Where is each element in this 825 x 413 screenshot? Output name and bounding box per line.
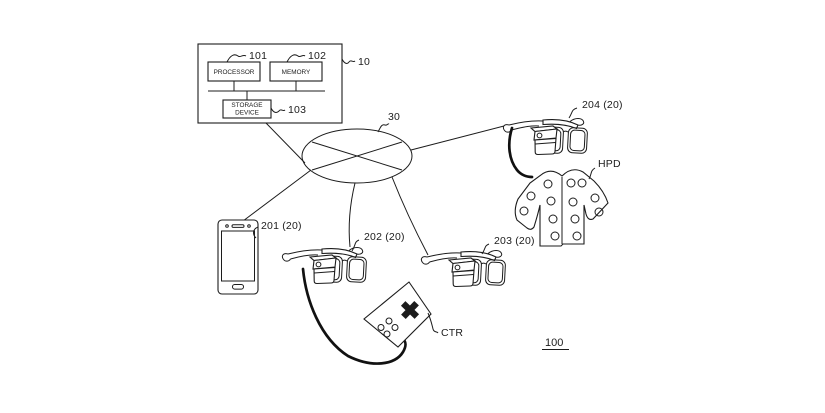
leader-203	[481, 243, 490, 255]
leader-102	[286, 54, 306, 63]
leader-hpd	[588, 167, 596, 180]
ref-label-101: 101	[249, 50, 267, 62]
cable-glasses202-controller	[301, 267, 407, 365]
leader-30	[377, 123, 390, 133]
bus-line	[208, 81, 325, 100]
leader-101	[226, 54, 247, 63]
smartphone-body	[217, 219, 259, 295]
network-cloud	[301, 128, 413, 184]
storage-label-line1: STORAGE	[231, 102, 262, 109]
smartphone-camera-dot	[225, 224, 229, 228]
figure-number-group: 100	[542, 337, 569, 350]
network-cloud-group: 30	[301, 111, 413, 184]
ref-label-30: 30	[388, 111, 400, 123]
smartphone-group: 201 (20)	[217, 219, 302, 295]
link-network-glasses-203	[391, 176, 429, 256]
ref-label-hpd: HPD	[598, 158, 621, 170]
link-network-server	[265, 122, 306, 164]
leader-202	[351, 239, 360, 252]
network-links	[242, 122, 505, 256]
controller-x-button	[400, 300, 420, 320]
smart-glasses-203-icon	[420, 249, 507, 288]
link-network-smartphone	[242, 169, 312, 222]
memory-label: MEMORY	[282, 69, 311, 76]
link-network-glasses-204	[410, 125, 505, 151]
ref-label-202: 202 (20)	[364, 231, 405, 243]
smartphone-speaker-slot	[231, 224, 245, 228]
link-network-glasses-202	[348, 182, 356, 248]
controller-buttons	[377, 317, 399, 338]
controller-group: CTR	[363, 281, 463, 348]
network-x-icon	[311, 141, 403, 171]
smart-glasses-202-icon	[281, 246, 368, 285]
ref-label-204: 204 (20)	[582, 99, 623, 111]
leader-103	[270, 107, 286, 113]
controller-body	[363, 281, 432, 348]
haptic-actuators	[519, 178, 604, 241]
ref-label-203: 203 (20)	[494, 235, 535, 247]
cable-glasses204-suit	[507, 126, 534, 179]
figure-number: 100	[545, 337, 563, 349]
ref-label-ctr: CTR	[441, 327, 463, 339]
smartphone-sensor-dot	[247, 224, 251, 228]
ref-label-10: 10	[358, 56, 370, 68]
leader-201	[253, 226, 259, 239]
leader-ctr	[427, 312, 439, 334]
smart-glasses-204-icon	[502, 117, 589, 156]
processor-label: PROCESSOR	[214, 69, 255, 76]
ref-label-103: 103	[288, 104, 306, 116]
leader-204	[568, 107, 578, 119]
smartphone-screen	[221, 230, 255, 282]
server-box-group: PROCESSOR MEMORY STORAGE DEVICE 101 102 …	[197, 43, 370, 124]
leader-10	[341, 58, 356, 64]
storage-label-line2: DEVICE	[235, 110, 259, 117]
ref-label-201: 201 (20)	[261, 220, 302, 232]
smartphone-home-button	[232, 284, 244, 290]
ref-label-102: 102	[308, 50, 326, 62]
haptic-suit-group: HPD	[514, 158, 621, 247]
